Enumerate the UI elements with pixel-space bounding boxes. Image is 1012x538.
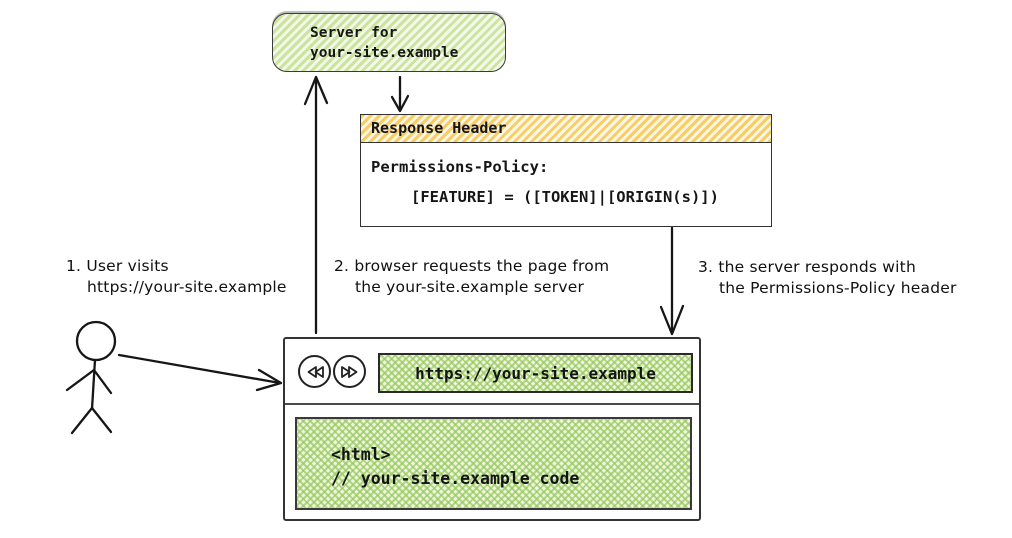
response-header-title: Response Header <box>361 115 771 143</box>
step1-line2: https://your-site.example <box>87 278 287 296</box>
browser-topbar: https://your-site.example <box>285 339 699 405</box>
server-box-line1: Server for <box>310 25 398 41</box>
arrow-browser-to-server <box>303 75 329 335</box>
stick-figure-right-arm <box>92 368 113 395</box>
stick-figure-left-arm <box>65 368 96 392</box>
stick-figure-head <box>75 320 117 362</box>
step1-note: 1. User visits https://your-site.example <box>66 256 287 298</box>
step2-line1: 2. browser requests the page from <box>334 257 610 275</box>
arrow-response-header-to-browser <box>659 226 685 336</box>
step2-note: 2. browser requests the page from the yo… <box>334 256 609 298</box>
arrow-user-to-browser <box>117 353 283 392</box>
arrow-server-to-response-header <box>390 75 410 113</box>
stick-figure-body <box>90 358 97 411</box>
page-content-box: <html> // your-site.example code <box>295 417 692 510</box>
back-button <box>298 355 331 388</box>
stick-figure-left-leg <box>70 406 94 435</box>
stick-figure-right-leg <box>90 406 113 434</box>
step3-line2: the Permissions-Policy header <box>719 279 957 297</box>
server-box-line2: your-site.example <box>310 45 459 61</box>
policy-line2: [FEATURE] = ([TOKEN]|[ORIGIN(s)]) <box>411 188 719 206</box>
user-stick-figure <box>65 320 117 435</box>
url-bar: https://your-site.example <box>378 353 693 393</box>
server-box: Server for your-site.example <box>272 13 506 72</box>
step3-note: 3. the server responds with the Permissi… <box>698 257 957 299</box>
fast-forward-icon <box>340 365 357 378</box>
forward-button <box>333 355 366 388</box>
browser-window: https://your-site.example <html> // your… <box>283 337 701 521</box>
step3-line1: 3. the server responds with <box>698 258 916 276</box>
rewind-icon <box>307 365 324 378</box>
code-line1: <html> <box>331 445 391 464</box>
response-header-box: Response Header Permissions-Policy: [FEA… <box>360 114 772 227</box>
policy-line1: Permissions-Policy: <box>371 158 549 176</box>
step2-line2: the your-site.example server <box>355 278 585 296</box>
response-header-body: Permissions-Policy: [FEATURE] = ([TOKEN]… <box>361 143 771 226</box>
step1-line1: 1. User visits <box>66 257 169 275</box>
code-line2: // your-site.example code <box>331 469 580 488</box>
